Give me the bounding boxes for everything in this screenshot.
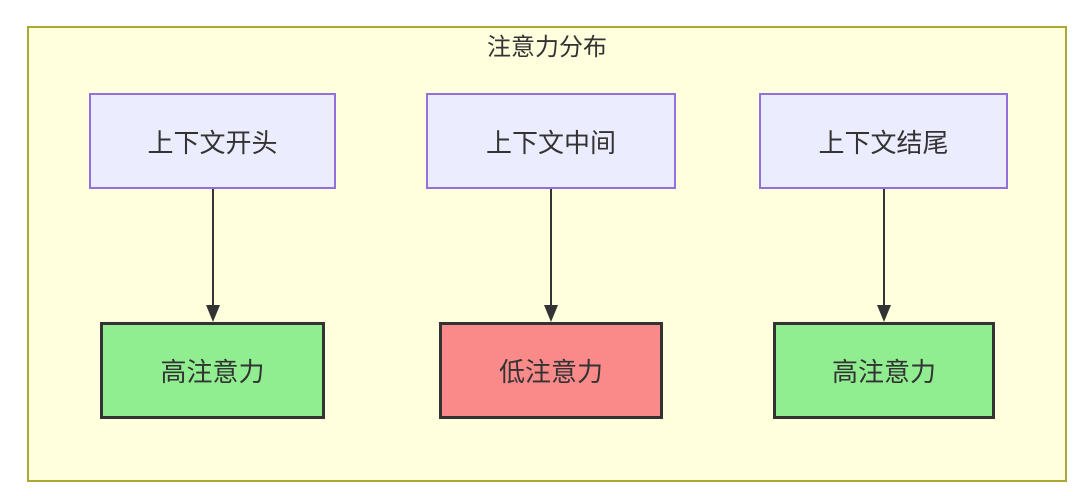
attention-distribution-subgraph: 注意力分布 上下文开头 高注意力 上下文中间 低注意力 上下文结尾 xyxy=(27,26,1067,482)
node-context-middle-label: 上下文中间 xyxy=(485,127,616,158)
node-attention-end: 高注意力 xyxy=(773,322,995,419)
node-context-start-label: 上下文开头 xyxy=(147,127,278,158)
node-attention-start: 高注意力 xyxy=(100,322,325,419)
arrow-down-icon xyxy=(544,189,558,322)
node-attention-middle: 低注意力 xyxy=(439,322,663,419)
node-context-start: 上下文开头 xyxy=(89,93,336,189)
arrow-down-icon xyxy=(206,189,220,322)
node-attention-middle-label: 低注意力 xyxy=(498,357,603,387)
diagram-title: 注意力分布 xyxy=(487,34,607,61)
node-context-end-label: 上下文结尾 xyxy=(818,127,949,158)
node-context-middle: 上下文中间 xyxy=(426,93,676,189)
node-attention-start-label: 高注意力 xyxy=(160,357,265,387)
node-attention-end-label: 高注意力 xyxy=(831,357,936,387)
arrow-down-icon xyxy=(877,189,891,322)
node-context-end: 上下文结尾 xyxy=(759,93,1008,189)
